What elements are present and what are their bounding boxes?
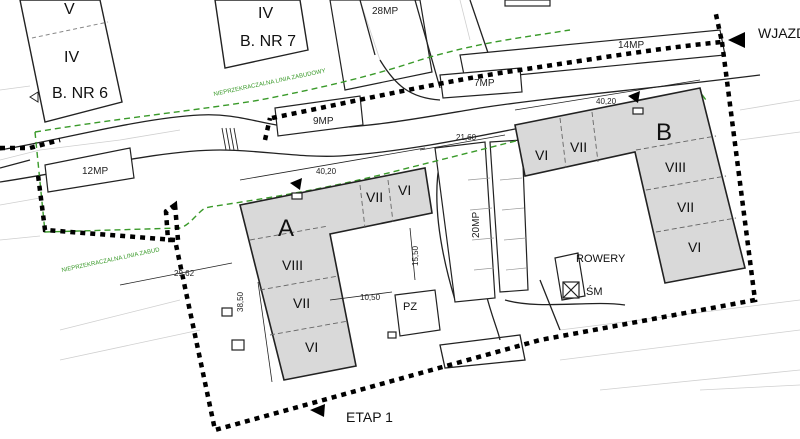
building-a-floor-2: VII xyxy=(293,295,310,311)
nr7-floors: IV xyxy=(258,5,273,22)
nr6-top-floor: V xyxy=(64,1,75,18)
building-b-floor-2: VII xyxy=(677,199,694,215)
dim-a-top: 40,20 xyxy=(316,167,337,176)
entry-label: WJAZD xyxy=(758,25,800,41)
waste-label: ŚM xyxy=(586,285,603,298)
dim-a-short: 10,50 xyxy=(360,293,381,302)
nr7-name: B. NR 7 xyxy=(240,33,296,50)
building-a-floor-top-1: VII xyxy=(366,189,383,205)
stage-arrow-icon xyxy=(310,404,325,417)
parking-12: 12MP xyxy=(82,166,108,177)
parking-7: 7MP xyxy=(474,78,495,89)
build-line-label-top: NIEPRZEKRACZALNA LINIA ZABUDOWY xyxy=(213,68,326,98)
entry-arrow-icon xyxy=(728,32,745,48)
building-a-floor-top-2: VI xyxy=(398,182,411,198)
existing-building-nr7 xyxy=(214,0,309,69)
dim-a-left: 38,50 xyxy=(236,291,245,312)
building-a-floor-1: VIII xyxy=(282,257,303,273)
building-b-floor-1: VIII xyxy=(665,159,686,175)
dimension-lines xyxy=(119,79,701,383)
arrow-b-icon xyxy=(628,91,640,103)
building-a xyxy=(239,167,433,381)
building-b-floor-top-2: VII xyxy=(570,139,587,155)
parking-28: 28MP xyxy=(372,6,398,17)
building-b-letter: B xyxy=(656,119,672,146)
context-lines xyxy=(0,0,800,391)
existing-building-nr6 xyxy=(19,0,123,123)
small-arrow-icon xyxy=(29,91,39,103)
dim-a-inner: 15,50 xyxy=(411,245,420,266)
direction-arrows xyxy=(29,32,745,417)
crosswalk xyxy=(221,127,239,151)
bikes-label: ROWERY xyxy=(576,253,626,265)
building-a-letter: A xyxy=(278,215,294,242)
boundary-notch xyxy=(163,200,181,243)
dim-road: 21,60 xyxy=(456,133,477,142)
stage-label: ETAP 1 xyxy=(346,409,393,425)
building-b xyxy=(514,87,746,284)
build-line-label-left: NIEPRZEKRACZALNA LINIA ZABUD xyxy=(61,247,161,274)
parking-20: 20MP xyxy=(471,212,482,238)
parking-stalls xyxy=(467,177,527,271)
parking-9: 9MP xyxy=(313,116,334,127)
nr6-name: B. NR 6 xyxy=(52,85,108,102)
building-b-floor-top-1: VI xyxy=(535,147,548,163)
dim-b-top: 40,20 xyxy=(596,97,617,106)
top-right-building xyxy=(504,0,551,7)
transformer-label: PZ xyxy=(403,301,417,313)
building-a-floor-3: VI xyxy=(305,339,318,355)
small-structures xyxy=(221,107,644,351)
dim-a-offset: 29,62 xyxy=(174,269,195,278)
arrow-a-icon xyxy=(290,178,302,190)
nr6-floors: IV xyxy=(64,49,79,66)
parking-14: 14MP xyxy=(618,40,644,51)
building-b-floor-3: VI xyxy=(688,239,701,255)
